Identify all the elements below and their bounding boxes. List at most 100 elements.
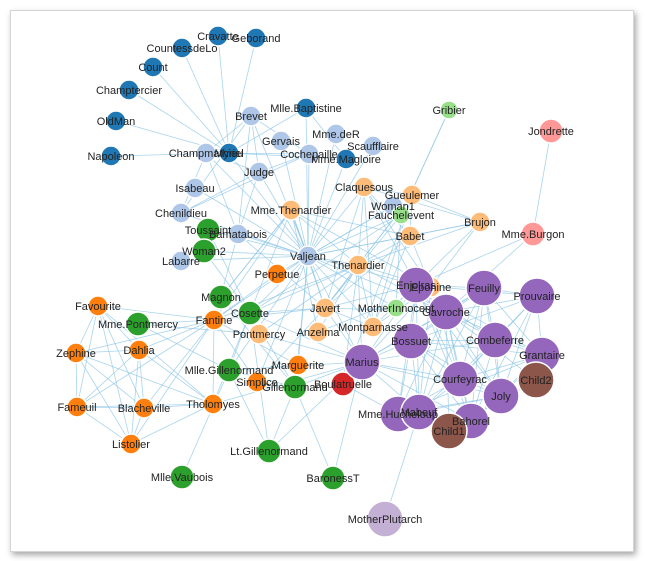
node-MlleBaptistine[interactable]	[295, 97, 317, 119]
node-Scaufflaire[interactable]	[362, 135, 384, 157]
node-Cochepaille[interactable]	[298, 143, 320, 165]
node-Count[interactable]	[142, 56, 164, 78]
node-label-Enjolras: Enjolras	[396, 280, 436, 292]
node-Brevet[interactable]	[240, 105, 262, 127]
link-Listolier-Dahlia	[130, 349, 140, 445]
link-Gervais-Valjean	[280, 140, 309, 257]
node-Bossuet[interactable]	[392, 322, 430, 360]
node-Magloire[interactable]	[335, 148, 357, 170]
link-Fantine-Blacheville	[143, 319, 215, 409]
node-Feuilly[interactable]	[465, 269, 503, 307]
node-Bamatabois[interactable]	[227, 223, 249, 245]
link-MlleBaptistine-Valjean	[305, 107, 309, 257]
node-label-MlleGillenormand: Mlle.Gillenormand	[185, 365, 274, 377]
node-Mabeuf[interactable]	[400, 393, 438, 431]
node-label-Anzelma: Anzelma	[297, 327, 341, 339]
link-MlleGillenormand-MmePontmercy	[137, 323, 230, 371]
node-MotherPlutarch[interactable]	[366, 500, 404, 538]
node-Joly[interactable]	[482, 377, 520, 415]
link-Fantine-Dahlia	[138, 319, 215, 351]
node-Isabeau[interactable]	[184, 177, 206, 199]
node-MmePontmercy[interactable]	[125, 311, 151, 337]
link-Babet-Montparnasse	[372, 235, 411, 328]
node-label-Perpetue: Perpetue	[255, 269, 300, 281]
node-MlleVaubois[interactable]	[169, 464, 195, 490]
node-Marguerite[interactable]	[287, 354, 309, 376]
link-Javert-Simplice	[256, 307, 326, 383]
node-Napoleon[interactable]	[100, 145, 122, 167]
node-label-Fauchelevent: Fauchelevent	[368, 210, 434, 222]
node-label-Champmathieu: Champmathieu	[169, 148, 244, 160]
link-Fauchelevent-Cosette	[249, 214, 402, 314]
node-Fameuil[interactable]	[66, 396, 88, 418]
node-label-Brevet: Brevet	[235, 111, 267, 123]
node-Gueulemer[interactable]	[401, 184, 423, 206]
node-Listolier[interactable]	[120, 433, 142, 455]
node-Gervais[interactable]	[270, 130, 292, 152]
node-OldMan[interactable]	[105, 110, 127, 132]
node-Fauchelevent[interactable]	[391, 205, 411, 225]
node-Simplice[interactable]	[246, 371, 268, 393]
node-Valjean[interactable]	[297, 245, 319, 267]
node-MmeThenardier[interactable]	[280, 199, 302, 221]
node-label-Babet: Babet	[396, 231, 425, 243]
node-Motherinnocent[interactable]	[386, 298, 406, 318]
node-Prouvaire[interactable]	[518, 277, 556, 315]
node-Cosette[interactable]	[237, 300, 263, 326]
link-Magloire-Myriel	[228, 152, 347, 160]
node-Javert[interactable]	[314, 297, 336, 319]
node-label-Judge: Judge	[244, 167, 274, 179]
node-Fantine[interactable]	[203, 309, 225, 331]
node-Geborand[interactable]	[245, 27, 267, 49]
node-Perpetue[interactable]	[266, 263, 288, 285]
node-Courfeyrac[interactable]	[441, 360, 479, 398]
node-Claquesous[interactable]	[353, 176, 375, 198]
node-label-Jondrette: Jondrette	[528, 126, 574, 138]
node-Labarre[interactable]	[170, 250, 192, 272]
link-Gueulemer-Brujon	[411, 194, 481, 223]
node-Dahlia[interactable]	[128, 339, 150, 361]
node-Montparnasse[interactable]	[362, 316, 384, 338]
link-Prouvaire-Bahorel	[470, 295, 538, 422]
node-Boulatruelle[interactable]	[330, 371, 356, 397]
node-Myriel[interactable]	[218, 142, 240, 164]
node-Babet[interactable]	[399, 225, 421, 247]
node-LtGillenormand[interactable]	[256, 438, 282, 464]
node-Thenardier[interactable]	[347, 254, 369, 276]
node-Enjolras[interactable]	[397, 266, 435, 304]
node-MmeBurgon[interactable]	[520, 221, 546, 247]
link-Marius-BaronessT	[332, 361, 363, 479]
node-Cravatte[interactable]	[207, 25, 229, 47]
node-Favourite[interactable]	[87, 295, 109, 317]
node-Champtercier[interactable]	[118, 79, 140, 101]
node-MmeDeR[interactable]	[325, 123, 347, 145]
node-Child1[interactable]	[430, 412, 468, 450]
node-label-Blacheville: Blacheville	[118, 403, 171, 415]
link-Thenardier-Brujon	[357, 221, 481, 266]
node-Combeferre[interactable]	[476, 321, 514, 359]
link-Toussaint-Valjean	[207, 229, 309, 257]
node-Brujon[interactable]	[469, 211, 491, 233]
node-Chenildieu[interactable]	[170, 202, 192, 224]
node-Magnon[interactable]	[208, 284, 234, 310]
node-Jondrette[interactable]	[538, 118, 564, 144]
node-Anzelma[interactable]	[307, 321, 329, 343]
node-label-Bamatabois: Bamatabois	[209, 229, 268, 241]
node-MlleGillenormand[interactable]	[216, 357, 242, 383]
node-Child2[interactable]	[517, 361, 555, 399]
node-Woman2[interactable]	[191, 238, 217, 264]
node-label-Gribier: Gribier	[432, 105, 465, 117]
node-Tholomyes[interactable]	[202, 393, 224, 415]
node-Pontmercy[interactable]	[248, 323, 270, 345]
node-label-Gavroche: Gavroche	[422, 307, 470, 319]
node-Gavroche[interactable]	[427, 293, 465, 331]
node-Judge[interactable]	[248, 161, 270, 183]
node-Zephine[interactable]	[65, 342, 87, 364]
node-Gribier[interactable]	[439, 100, 459, 120]
link-Valjean-Simplice	[256, 255, 309, 383]
node-Champmathieu[interactable]	[195, 142, 217, 164]
node-Blacheville[interactable]	[133, 397, 155, 419]
node-BaronessT[interactable]	[320, 465, 346, 491]
node-Marius[interactable]	[343, 343, 381, 381]
node-CountessdeLo[interactable]	[171, 37, 193, 59]
